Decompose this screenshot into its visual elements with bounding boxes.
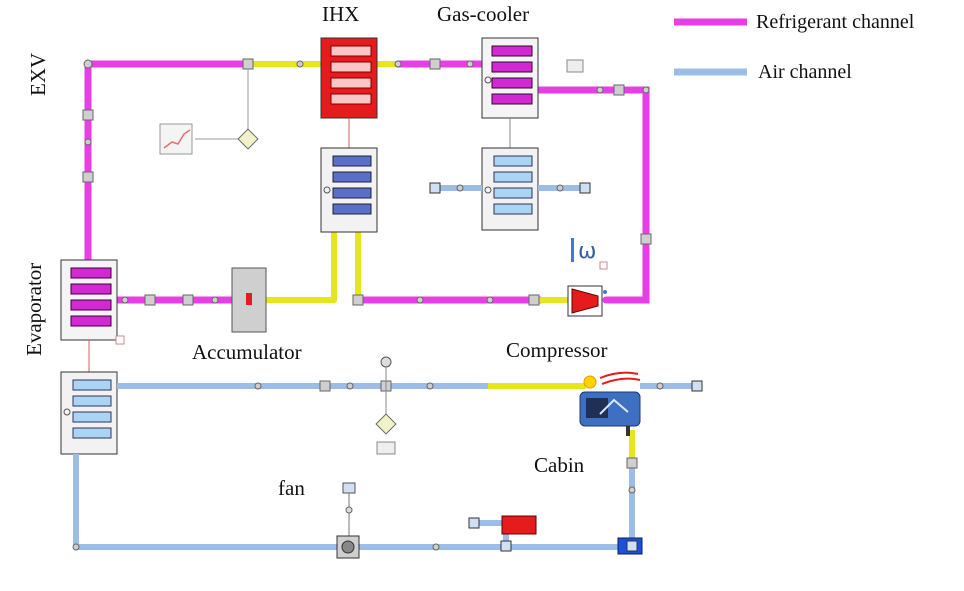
gas-cooler-component: [429, 37, 591, 231]
refrigerant-nodes: [82, 58, 652, 306]
compressor-component: ω: [567, 236, 608, 317]
air-channel: [73, 383, 696, 550]
ihx-label: IHX: [322, 2, 360, 26]
accumulator-label: Accumulator: [192, 340, 302, 364]
ihx-component: [320, 37, 378, 233]
cabin-component: [579, 371, 641, 436]
gas-cooler-label: Gas-cooler: [437, 2, 530, 26]
accumulator-component: [231, 267, 267, 333]
fan-label: fan: [278, 476, 305, 500]
refrigerant-channel: [84, 60, 650, 304]
legend-refrigerant-label: Refrigerant channel: [756, 11, 915, 33]
cabin-label: Cabin: [534, 453, 585, 477]
evaporator-label: Evaporator: [22, 262, 46, 356]
fan-component: [336, 482, 360, 559]
legend-air-label: Air channel: [758, 61, 852, 83]
mixing-valves: [500, 515, 643, 555]
exv-label: EXV: [26, 52, 50, 96]
cabin-sensor: [375, 356, 397, 455]
evaporator-component: [60, 259, 125, 455]
compressor-speed-symbol: ω: [578, 239, 596, 264]
exv-sensor: [159, 68, 259, 155]
compressor-label: Compressor: [506, 338, 608, 362]
